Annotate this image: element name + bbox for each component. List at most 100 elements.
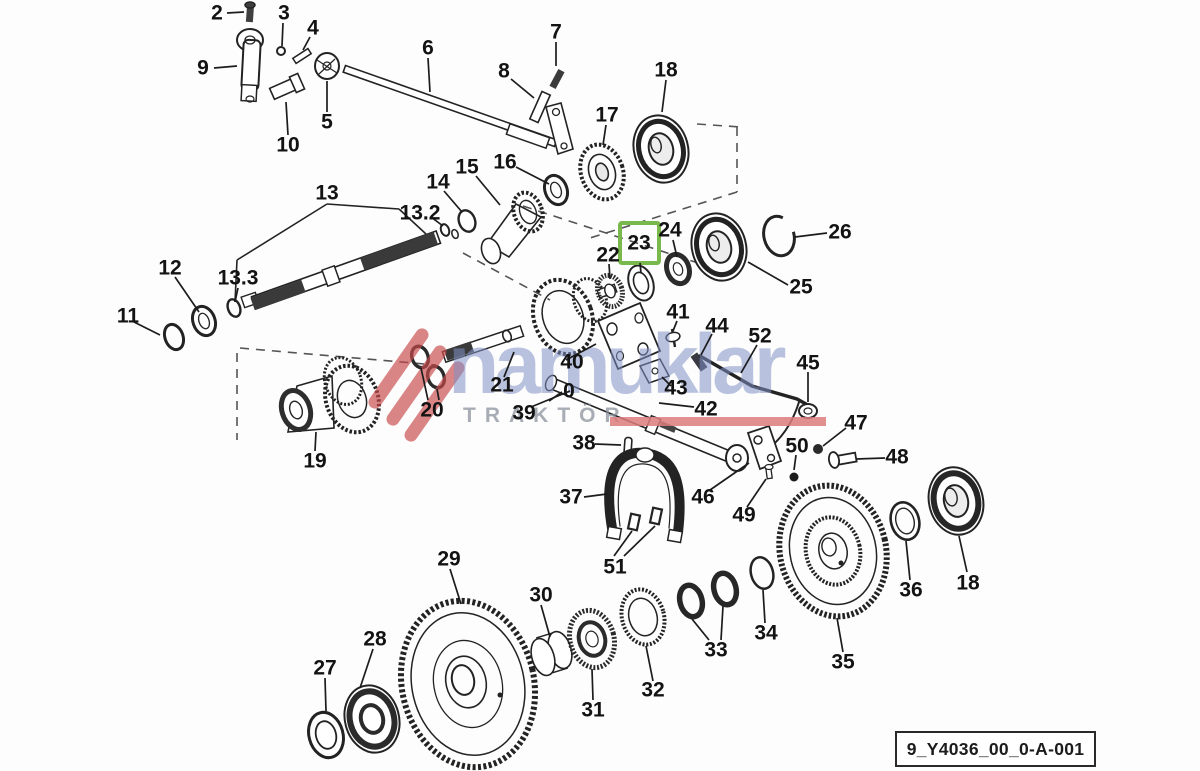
- part-label-16: 16: [493, 151, 516, 174]
- part-label-52: 52: [748, 325, 771, 348]
- part-shape: [732, 453, 742, 463]
- leader-line-12: [174, 276, 200, 313]
- leader-line-36: [905, 540, 911, 581]
- part-label-4: 4: [307, 17, 319, 40]
- part-shape: [505, 122, 551, 150]
- leader-line-17: [602, 124, 607, 146]
- part-shape: [637, 342, 649, 356]
- part-shape: [942, 484, 970, 518]
- leader-line-21: [503, 351, 515, 378]
- part-shape: [542, 173, 570, 207]
- part-label-21: 21: [490, 374, 514, 397]
- part-shape: [894, 507, 916, 535]
- leader-line-18: [958, 535, 968, 573]
- leader-line-13.2: [430, 216, 444, 227]
- part-shape: [530, 277, 596, 357]
- leader-line-29: [449, 568, 462, 605]
- part-shape: [788, 496, 878, 606]
- leader-line-33: [720, 605, 724, 641]
- part-shape: [162, 322, 186, 352]
- leader-line-30: [540, 604, 551, 638]
- part-shape: [766, 453, 776, 463]
- leader-line-52: [740, 344, 758, 374]
- part-label-17: 17: [595, 104, 618, 127]
- dashed-construction-line: [522, 205, 736, 276]
- part-shape: [530, 637, 556, 677]
- part-shape: [632, 271, 650, 295]
- part-label-20: 20: [420, 399, 443, 422]
- part-shape: [749, 556, 775, 590]
- part-shape: [627, 597, 659, 637]
- part-shape: [615, 350, 625, 362]
- part-label-24: 24: [658, 219, 682, 242]
- part-shape: [346, 688, 398, 750]
- part-shape: [638, 358, 671, 384]
- part-shape: [708, 234, 720, 252]
- part-shape: [318, 58, 336, 75]
- part-shape: [636, 118, 686, 180]
- leader-line-48: [855, 457, 886, 460]
- part-label-11: 11: [117, 305, 140, 328]
- part-label-6: 6: [422, 37, 434, 60]
- part-label-49: 49: [732, 504, 755, 527]
- leader-line-32: [645, 645, 654, 682]
- part-label-14: 14: [426, 171, 450, 194]
- part-shape: [501, 329, 513, 343]
- part-shape: [497, 692, 503, 698]
- part-label-34: 34: [754, 622, 778, 645]
- part-label-43: 43: [664, 377, 687, 400]
- part-shape: [595, 272, 625, 310]
- part-shape: [398, 208, 427, 235]
- watermark-brand-text: namuklar: [448, 317, 787, 411]
- part-shape: [307, 710, 345, 760]
- part-label-27: 27: [313, 657, 336, 680]
- leader-line-11: [133, 321, 161, 336]
- part-shape: [753, 435, 763, 445]
- leader-line-37: [583, 493, 608, 498]
- part-shape: [606, 322, 618, 336]
- part-label-30: 30: [529, 584, 552, 607]
- part-shape: [596, 301, 662, 371]
- part-label-37: 37: [559, 486, 582, 509]
- part-shape: [276, 46, 286, 56]
- part-label-51: 51: [603, 556, 627, 579]
- part-shape: [605, 525, 623, 541]
- leader-line-8: [510, 78, 535, 99]
- part-label-7: 7: [550, 21, 562, 44]
- part-shape: [576, 620, 608, 658]
- part-shape: [585, 630, 599, 648]
- leader-line-43: [661, 376, 672, 387]
- leader-line-40: [565, 343, 597, 361]
- part-shape: [944, 487, 958, 507]
- part-shape: [197, 312, 211, 330]
- part-shape: [710, 570, 740, 608]
- part-shape: [291, 47, 313, 65]
- leader-line-20: [420, 367, 429, 401]
- leader-line-16: [515, 166, 550, 185]
- leader-line-44: [700, 333, 713, 356]
- part-shape: [789, 472, 799, 482]
- part-shape: [838, 560, 844, 566]
- leader-line-23: [639, 262, 642, 274]
- part-label-41: 41: [666, 301, 690, 324]
- leader-line-49: [746, 478, 767, 508]
- part-label-5: 5: [321, 111, 333, 134]
- part-shape: [560, 142, 568, 150]
- part-shape: [551, 107, 561, 117]
- dashed-construction-line: [589, 191, 738, 239]
- part-label-22: 22: [596, 244, 619, 267]
- part-shape: [619, 587, 667, 647]
- part-shape: [690, 352, 708, 372]
- part-shape: [451, 228, 459, 240]
- leader-line-31: [591, 668, 594, 701]
- leader-line-10: [285, 101, 289, 136]
- leader-line-34: [762, 589, 766, 624]
- part-label-9: 9: [197, 57, 209, 80]
- part-shape: [443, 341, 475, 361]
- part-shape: [803, 515, 863, 587]
- part-shape: [776, 482, 890, 620]
- part-shape: [578, 142, 626, 202]
- part-label-48: 48: [885, 446, 909, 469]
- leader-line-3: [281, 22, 284, 47]
- part-shape: [544, 374, 558, 392]
